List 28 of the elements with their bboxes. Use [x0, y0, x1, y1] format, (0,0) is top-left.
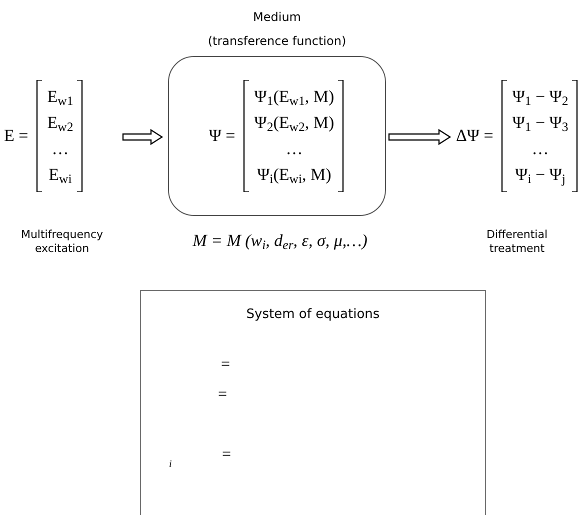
box-heading: (transference function) [208, 33, 346, 50]
matrix-entry: E$_{wi}$ [48, 164, 72, 188]
equation-lhs: ΔΨ = [456, 125, 494, 148]
equation-fragment: i [169, 459, 172, 470]
matrix-entry: … [532, 138, 549, 160]
box-heading: Medium [253, 9, 301, 26]
matrix-entry: E$_{w1}$ [47, 86, 74, 110]
parameter-equation: M = M (w$_{i}$, d$_{er}$, ε, σ, μ,…) [192, 230, 368, 254]
equation-lhs: Ψ = [208, 125, 236, 148]
matrix-entry: … [286, 138, 303, 160]
matrix-entry: E$_{w2}$ [47, 112, 74, 136]
hollow-arrow [388, 128, 452, 146]
node-label: Differential treatment [485, 228, 549, 256]
equations-panel [140, 290, 486, 515]
matrix-entry: Ψ$_{2}$(E$_{w2}$, M) [254, 112, 334, 136]
node-label: Multifrequency excitation [20, 228, 104, 256]
hollow-arrow [122, 128, 164, 146]
equation-fragment: = [218, 386, 228, 403]
matrix-entry: Ψ$_{1}$(E$_{w1}$, M) [254, 86, 334, 110]
panel-title: System of equations [246, 306, 380, 324]
equation-fragment: = [222, 446, 232, 463]
matrix-entry: Ψ$_{1}$ − Ψ$_{2}$ [512, 86, 568, 110]
matrix-entry: Ψ$_{i}$ − Ψ$_{j}$ [515, 164, 566, 188]
equation-fragment: = [221, 356, 230, 373]
equation-lhs: E = [4, 125, 28, 148]
matrix-entry: … [52, 138, 69, 160]
matrix-entry: Ψ$_{1}$ − Ψ$_{3}$ [512, 112, 568, 136]
matrix-entry: Ψ$_{i}$(E$_{wi}$, M) [257, 164, 332, 188]
